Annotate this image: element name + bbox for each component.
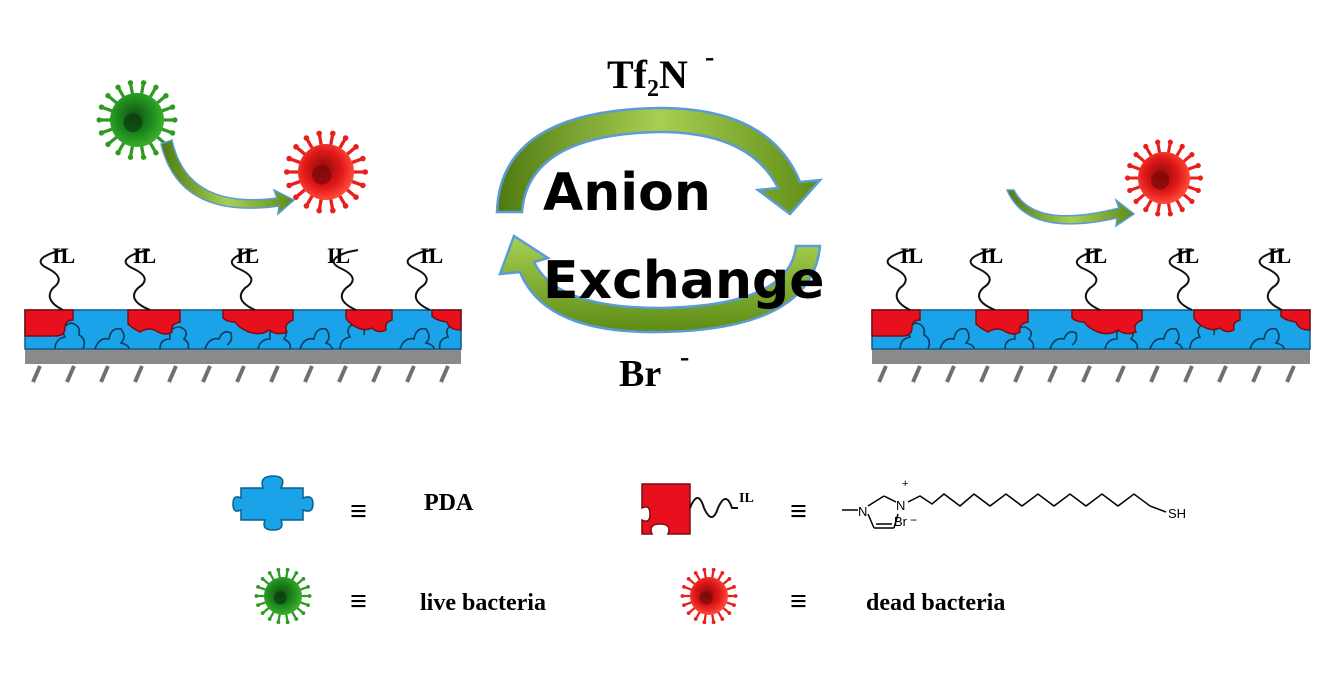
legend-dead-label: dead bacteria — [866, 590, 1005, 616]
right-pda-layer — [871, 309, 1311, 350]
structure-thiol: SH — [1168, 506, 1186, 521]
dead-bacterium-icon — [1125, 139, 1203, 217]
cycle-title-line1: Anion — [543, 163, 711, 223]
cycle-arrow-bottom — [498, 234, 822, 334]
equiv-symbol: ≡ — [350, 495, 367, 528]
left-il-chains — [39, 249, 433, 311]
right-chain-label: IL — [1084, 243, 1107, 268]
release-arrow-right — [1005, 189, 1136, 228]
dead-bacteria-legend-icon — [680, 567, 738, 625]
structure-n-methyl: N — [858, 504, 867, 519]
legend-il-tag: IL — [739, 491, 754, 506]
right-il-blocks — [871, 309, 1311, 337]
left-pda-layer — [24, 309, 462, 350]
right-chain-label: IL — [980, 243, 1003, 268]
left-surface: IL IL IL IL IL — [24, 243, 462, 383]
left-il-blocks — [24, 309, 462, 337]
top-anion-charge: - — [705, 42, 714, 73]
il-chain-icon — [689, 497, 738, 518]
dead-bacterium-icon — [284, 130, 368, 214]
right-surface: IL IL IL IL IL — [871, 243, 1311, 383]
left-hatch — [31, 365, 450, 383]
legend: ≡ PDA IL ≡ N N + − Br SH — [232, 475, 1186, 625]
right-chain-label: IL — [900, 243, 923, 268]
structure-bromide: Br — [894, 514, 908, 529]
left-chain-label: IL — [327, 243, 350, 268]
right-chain-label: IL — [1268, 243, 1291, 268]
cycle-title-line2: Exchange — [543, 251, 825, 311]
legend-live-label: live bacteria — [420, 590, 546, 616]
structure-n-cation: N — [896, 498, 905, 513]
anion-exchange-cycle: Tf₂N - Anion Exchange Br - — [495, 42, 825, 395]
structure-plus: + — [902, 478, 908, 490]
cycle-arrow-top — [495, 106, 824, 216]
left-chain-label: IL — [420, 243, 443, 268]
left-chain-label: IL — [133, 243, 156, 268]
structure-minus: − — [910, 513, 917, 527]
right-hatch — [877, 365, 1296, 383]
il-puzzle-icon — [641, 483, 691, 535]
live-bacteria-legend-icon — [254, 567, 312, 625]
pda-puzzle-icon — [232, 475, 314, 531]
bottom-anion-label: Br — [619, 353, 661, 395]
left-chain-label: IL — [52, 243, 75, 268]
top-anion-label: Tf₂N — [607, 52, 688, 97]
legend-pda-label: PDA — [424, 490, 474, 516]
equiv-symbol: ≡ — [790, 585, 807, 618]
left-chain-label: IL — [236, 243, 259, 268]
right-chain-label: IL — [1176, 243, 1199, 268]
left-substrate — [25, 349, 461, 383]
bottom-anion-charge: - — [680, 342, 689, 373]
imidazolium-ring — [867, 495, 899, 529]
il-chemical-structure: N N + − Br SH — [842, 478, 1186, 529]
alkyl-chain — [907, 493, 1167, 513]
right-il-chains — [886, 249, 1285, 311]
equiv-symbol: ≡ — [350, 585, 367, 618]
equiv-symbol: ≡ — [790, 495, 807, 528]
right-substrate — [872, 349, 1310, 383]
kill-arrow-left — [160, 139, 296, 216]
